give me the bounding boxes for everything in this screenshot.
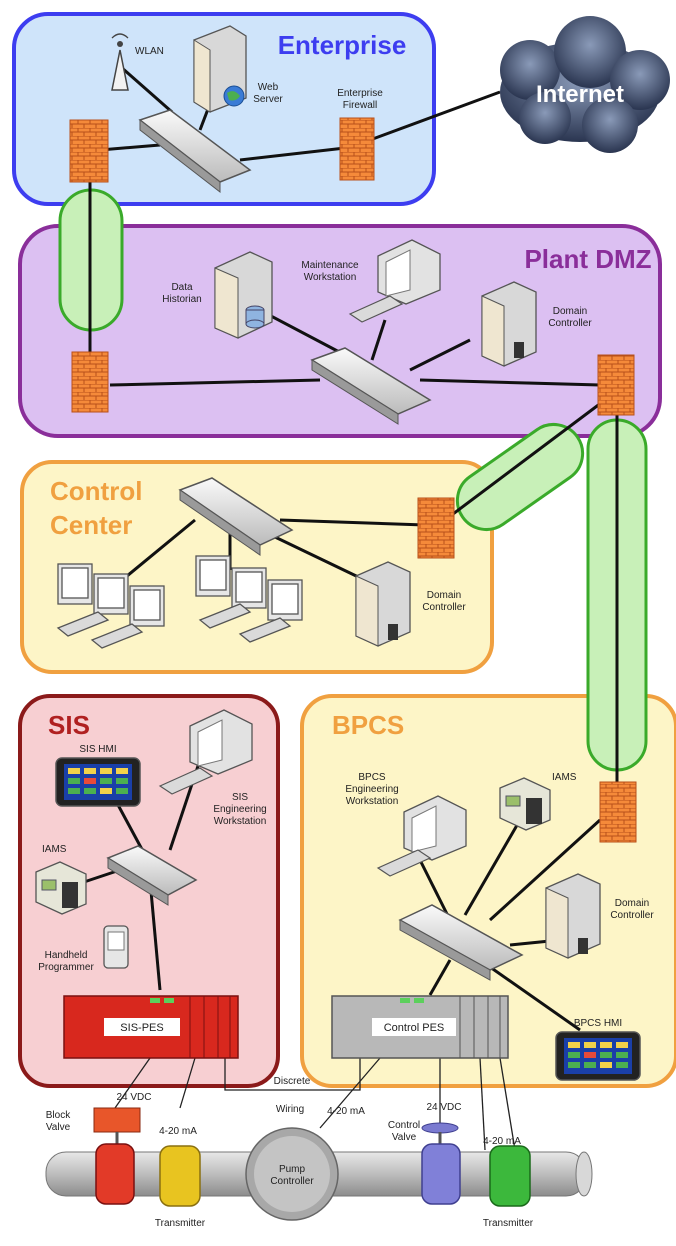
domain-controller-icon [481,281,537,367]
firewall-icon [339,117,375,181]
sis-engineering-workstation-label: SIS [232,792,248,803]
wiring-label: Wiring [276,1104,304,1115]
monitor-group-icon [195,555,303,643]
web-server-label: Web [258,82,279,93]
switch-icon [138,109,252,194]
data-historian-label: Historian [162,294,201,305]
block-valve-label: Valve [46,1122,71,1133]
bpcs-title: BPCS [332,710,404,740]
cc-domain-controller-label: Domain [427,590,461,601]
control-pes-rack-icon [331,995,509,1059]
sis-pes-rack-icon [63,995,239,1059]
discrete-label: Discrete [274,1076,311,1087]
block-valve-label: Block [46,1110,71,1121]
pump-controller-label: Controller [270,1176,314,1187]
bpcs-engineering-workstation-label: BPCS [358,772,386,783]
control-pes-label: Control PES [384,1022,445,1034]
wlan-antenna-icon [111,33,129,91]
dmz-domain-controller-label: Controller [548,318,592,329]
domain-controller-icon [355,561,411,647]
firewall-icon [597,354,635,416]
web-server-label: Server [253,94,283,105]
24vdc-label-right: 24 VDC [426,1102,461,1113]
control-center-title-line1: Control [50,476,142,506]
switch-icon [178,477,294,556]
handheld-programmer-label: Programmer [38,962,94,973]
domain-controller-icon [545,873,601,959]
control-valve-label: Valve [392,1132,417,1143]
iams-device-icon [35,861,87,915]
maintenance-workstation-label: Workstation [304,272,357,283]
monitor-group-icon [56,563,165,649]
4-20ma-label-right: 4-20 mA [483,1136,521,1147]
bpcs-iams-label: IAMS [552,772,577,783]
data-historian-server-icon [214,251,273,339]
sis-hmi-panel-icon [55,757,141,807]
field-wiring [114,1057,516,1151]
control-center-title-line2: Center [50,510,132,540]
enterprise-title: Enterprise [278,30,407,60]
transmitter-label-left: Transmitter [155,1218,206,1229]
bpcs-engineering-workstation-label: Engineering [345,784,398,795]
handheld-programmer-label: Handheld [45,950,88,961]
bpcs-domain-controller-label: Domain [615,898,649,909]
block-valve-icon [93,1107,141,1205]
sis-pes-label: SIS-PES [120,1022,163,1034]
internet-cloud: Internet [500,16,670,153]
maintenance-workstation-icon [348,239,441,323]
sis-engineering-workstation-label: Workstation [214,816,267,827]
24vdc-label-left: 24 VDC [116,1092,151,1103]
wlan-label: WLAN [135,46,164,57]
firewall-icon [599,781,637,843]
switch-icon [398,904,524,981]
transmitter-icon [159,1145,201,1207]
enterprise-firewall-label: Firewall [343,100,377,111]
sis-iams-label: IAMS [42,844,67,855]
bpcs-engineering-workstation-icon [376,795,467,877]
handheld-programmer-icon [103,925,129,969]
control-valve-icon [421,1122,461,1205]
pump-controller-label: Pump [279,1164,306,1175]
sis-title: SIS [48,710,90,740]
enterprise-firewall-label: Enterprise [337,88,383,99]
iams-device-icon [499,777,551,831]
cc-domain-controller-label: Controller [422,602,466,613]
switch-icon [106,845,198,906]
switch-icon [310,347,432,425]
4-20ma-label-left: 4-20 mA [159,1126,197,1137]
maintenance-workstation-label: Maintenance [301,260,359,271]
bpcs-hmi-panel-icon [555,1031,641,1081]
conduit-dmz-control-center [455,422,585,532]
control-valve-label: Control [388,1120,420,1131]
sis-engineering-workstation-label: Engineering [213,804,266,815]
plant-dmz-title: Plant DMZ [524,244,651,274]
bpcs-domain-controller-label: Controller [610,910,654,921]
internet-label: Internet [536,81,624,108]
bpcs-zone: BPCS [300,694,676,1088]
data-historian-label: Data [171,282,193,293]
sis-hmi-label: SIS HMI [79,744,116,755]
web-server-icon [193,25,247,113]
firewall-icon [417,497,455,559]
bpcs-hmi-label: BPCS HMI [574,1018,622,1029]
transmitter-icon [489,1145,531,1207]
firewall-icon [71,351,109,413]
bpcs-engineering-workstation-label: Workstation [346,796,399,807]
pump-controller-icon [245,1127,339,1221]
transmitter-label-right: Transmitter [483,1218,534,1229]
sis-engineering-workstation-icon [158,709,253,795]
dmz-domain-controller-label: Domain [553,306,587,317]
4-20ma-label-mid: 4-20 mA [327,1106,365,1117]
firewall-icon [69,119,109,183]
